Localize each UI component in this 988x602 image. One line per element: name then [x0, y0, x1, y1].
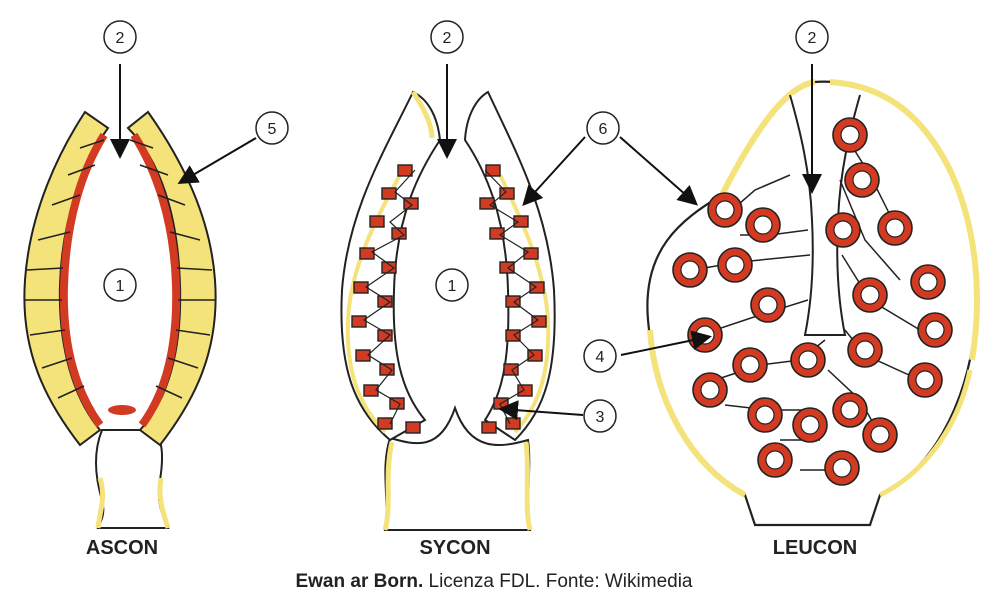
- figure-caption: Ewan ar Born. Licenza FDL. Fonte: Wikime…: [0, 571, 988, 593]
- marker-2-leucon: 2: [796, 21, 828, 53]
- marker-3: 3: [584, 400, 616, 432]
- sycon-sponge: SYCON: [341, 92, 554, 559]
- svg-text:2: 2: [116, 30, 125, 47]
- sycon-label: SYCON: [419, 537, 490, 559]
- marker-5: 5: [256, 112, 288, 144]
- ascon-base: [96, 430, 168, 528]
- svg-text:1: 1: [448, 278, 457, 295]
- svg-text:5: 5: [268, 121, 277, 138]
- marker-1-sycon: 1: [436, 269, 468, 301]
- svg-text:2: 2: [808, 30, 817, 47]
- leucon-label: LEUCON: [773, 537, 857, 559]
- svg-text:6: 6: [599, 121, 608, 138]
- marker-2-sycon: 2: [431, 21, 463, 53]
- svg-text:4: 4: [596, 349, 605, 366]
- ascon-label: ASCON: [86, 537, 158, 559]
- marker-1-ascon: 1: [104, 269, 136, 301]
- caption-license: Licenza FDL. Fonte: Wikimedia: [423, 571, 692, 592]
- marker-2-ascon: 2: [104, 21, 136, 53]
- marker-4: 4: [584, 340, 616, 372]
- marker-6: 6: [587, 112, 619, 144]
- svg-text:1: 1: [116, 278, 125, 295]
- svg-text:2: 2: [443, 30, 452, 47]
- caption-author: Ewan ar Born.: [295, 571, 423, 592]
- svg-text:3: 3: [596, 409, 605, 426]
